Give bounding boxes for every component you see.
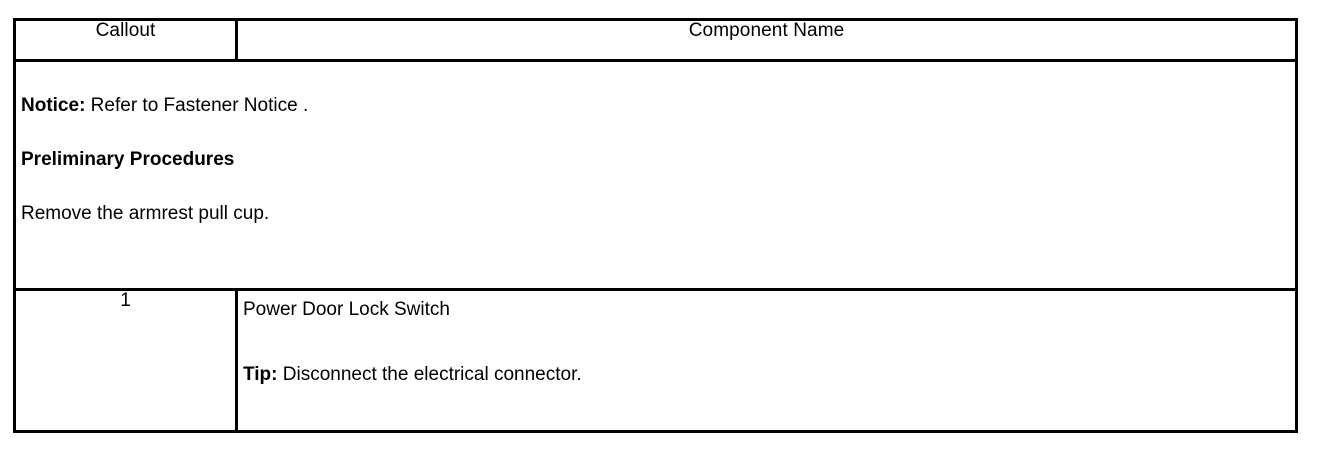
component-cell: Power Door Lock Switch Tip: Disconnect t… bbox=[235, 288, 1298, 433]
preliminary-procedure-step: Remove the armrest pull cup. bbox=[21, 203, 270, 224]
component-spacer bbox=[243, 319, 1291, 365]
tip-text: Disconnect the electrical connector. bbox=[277, 364, 582, 385]
notice-spacer-1 bbox=[21, 115, 1291, 150]
table-row: 1 Power Door Lock Switch Tip: Disconnect… bbox=[13, 288, 1298, 433]
preliminary-procedures-heading: Preliminary Procedures bbox=[21, 149, 235, 170]
notice-cell: Notice: Refer to Fastener Notice . Preli… bbox=[13, 59, 1298, 291]
callout-number: 1 bbox=[13, 288, 238, 433]
notice-statement: Notice: Refer to Fastener Notice . bbox=[21, 96, 1291, 115]
notice-content: Notice: Refer to Fastener Notice . Preli… bbox=[16, 62, 1295, 223]
component-content: Power Door Lock Switch Tip: Disconnect t… bbox=[238, 291, 1295, 384]
table-body: Notice: Refer to Fastener Notice . Preli… bbox=[13, 59, 1298, 433]
table-header-row: Callout Component Name bbox=[13, 18, 1298, 62]
notice-label: Notice: bbox=[21, 95, 86, 116]
tip-statement: Tip: Disconnect the electrical connector… bbox=[243, 365, 1291, 384]
notice-spacer-2 bbox=[21, 169, 1291, 204]
column-header-component-name: Component Name bbox=[235, 18, 1298, 62]
column-header-callout: Callout bbox=[13, 18, 238, 62]
procedure-table: Callout Component Name Notice: Refer to … bbox=[13, 18, 1298, 433]
tip-label: Tip: bbox=[243, 364, 278, 385]
notice-row: Notice: Refer to Fastener Notice . Preli… bbox=[13, 59, 1298, 291]
notice-text: Refer to Fastener Notice . bbox=[85, 95, 309, 116]
component-name-text: Power Door Lock Switch bbox=[243, 299, 450, 320]
table-header: Callout Component Name bbox=[13, 18, 1298, 62]
